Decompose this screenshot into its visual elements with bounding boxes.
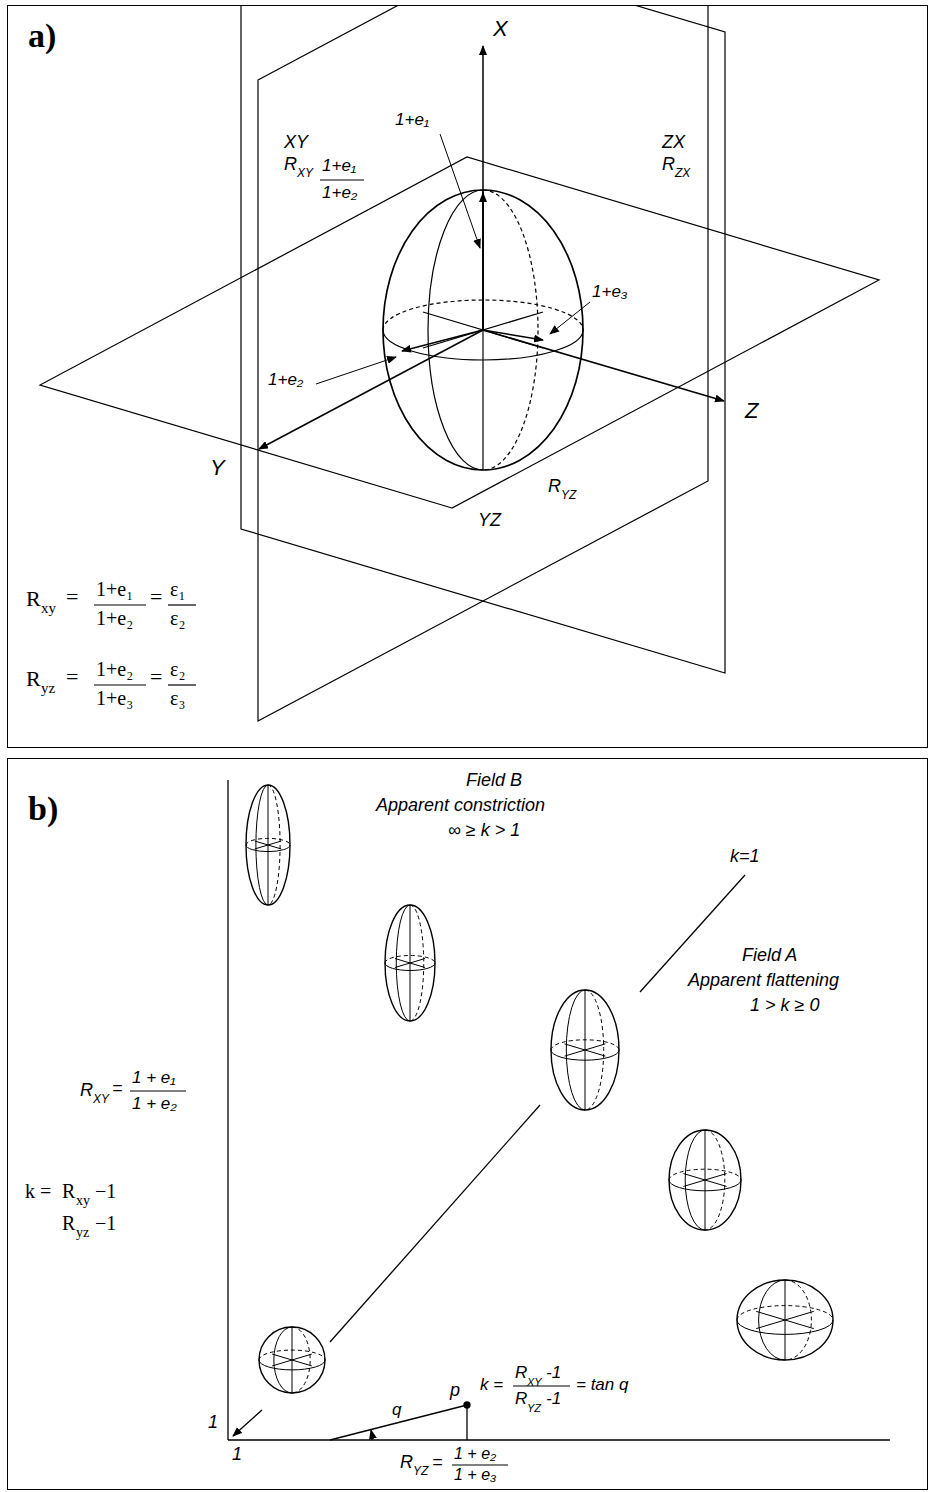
figure-label: Y: [210, 455, 225, 480]
figure-label: ZX: [675, 167, 690, 181]
figure-label: −1: [95, 1180, 116, 1203]
figure-label: Field A: [742, 945, 797, 966]
figure-label: XY: [93, 1093, 109, 1107]
figure-label: 1 + e₂: [132, 1094, 177, 1114]
figure-label: ε₂: [170, 607, 185, 630]
figure-label: −1: [95, 1212, 116, 1235]
figure-label: YZ: [413, 1465, 428, 1479]
figure-label: 1+e₃: [592, 282, 628, 302]
figure-label: YZ: [478, 510, 501, 531]
figure-label: 1+e₂: [322, 183, 357, 203]
figure-label: -1: [546, 1389, 561, 1409]
figure-label: YZ: [561, 489, 576, 503]
figure-label: 1 + e₂: [454, 1445, 496, 1463]
figure-label: R: [400, 1452, 413, 1473]
figure-label: R: [62, 1212, 75, 1235]
figure-label: ZX: [662, 132, 685, 153]
figure-label: 1 + e₃: [454, 1466, 496, 1484]
figure-label: Apparent flattening: [688, 970, 839, 991]
ellipsoid-figures: [246, 190, 833, 1393]
figure-label: k =: [480, 1375, 503, 1395]
figure-label: XY: [527, 1376, 542, 1389]
figure-label: R: [662, 154, 675, 175]
figure-label: R: [26, 586, 41, 611]
figure-label: -1: [546, 1363, 561, 1383]
figure-label: =: [66, 584, 78, 609]
figure-label: Apparent constriction: [376, 795, 545, 816]
figure-label: XY: [297, 167, 313, 181]
figure-label: X: [493, 16, 508, 41]
figure-panel: a): [7, 5, 928, 748]
figure-label: xy: [76, 1193, 90, 1209]
reference-planes: [40, 6, 879, 721]
figure-label: 1+e₂: [96, 607, 133, 630]
figure-label: p: [450, 1380, 460, 1401]
figure-label: yz: [76, 1225, 89, 1241]
figure-label: xy: [41, 600, 56, 617]
figure-label: R: [80, 1080, 93, 1101]
figure-label: =: [150, 664, 162, 689]
figure-label: ε₁: [170, 578, 185, 601]
figure-label: 1+e₁: [96, 578, 133, 601]
figure-label: =: [150, 584, 162, 609]
figure-panel: b): [7, 758, 928, 1490]
figure-label: 1: [232, 1444, 242, 1465]
figure-label: 1+e₁: [395, 110, 429, 130]
figure-label: =: [66, 664, 78, 689]
figure-label: R: [548, 476, 561, 497]
figure-label: Z: [745, 398, 758, 423]
figure-label: 1+e₁: [322, 156, 356, 176]
figure-label: = tan q: [576, 1375, 628, 1395]
panel-letter: b): [28, 789, 58, 828]
panel-letter: a): [28, 16, 56, 55]
figure-label: XY: [284, 132, 308, 153]
figure-label: R: [515, 1363, 527, 1383]
figure-label: ε₃: [170, 687, 185, 710]
figure-label: Field B: [466, 770, 522, 791]
figure-label: k=1: [730, 846, 760, 867]
figure-label: 1: [208, 1412, 218, 1433]
figure-label: yz: [41, 680, 55, 697]
figure-label: 1+e₃: [96, 687, 133, 710]
fraction-bars: [94, 180, 570, 1465]
figure-label: YZ: [527, 1402, 541, 1415]
flinn-plot: [228, 780, 890, 1440]
figure-label: 1 + e₁: [132, 1068, 176, 1088]
figure-label: 1+e₂: [96, 658, 133, 681]
figure-label: R: [26, 666, 41, 691]
figure-label: ∞ ≥ k > 1: [448, 820, 520, 841]
figure-label: =: [112, 1078, 123, 1099]
figure-label: 1 > k ≥ 0: [750, 995, 819, 1016]
figure-label: q: [392, 1400, 401, 1420]
figure-label: R: [515, 1389, 527, 1409]
figure-label: R: [62, 1180, 75, 1203]
axes: [259, 46, 724, 449]
figure-label: k =: [25, 1180, 51, 1203]
figure-label: ε₂: [170, 658, 185, 681]
figure-label: R: [284, 154, 297, 175]
figure-label: 1+e₂: [268, 370, 303, 390]
figure-label: =: [432, 1452, 443, 1473]
